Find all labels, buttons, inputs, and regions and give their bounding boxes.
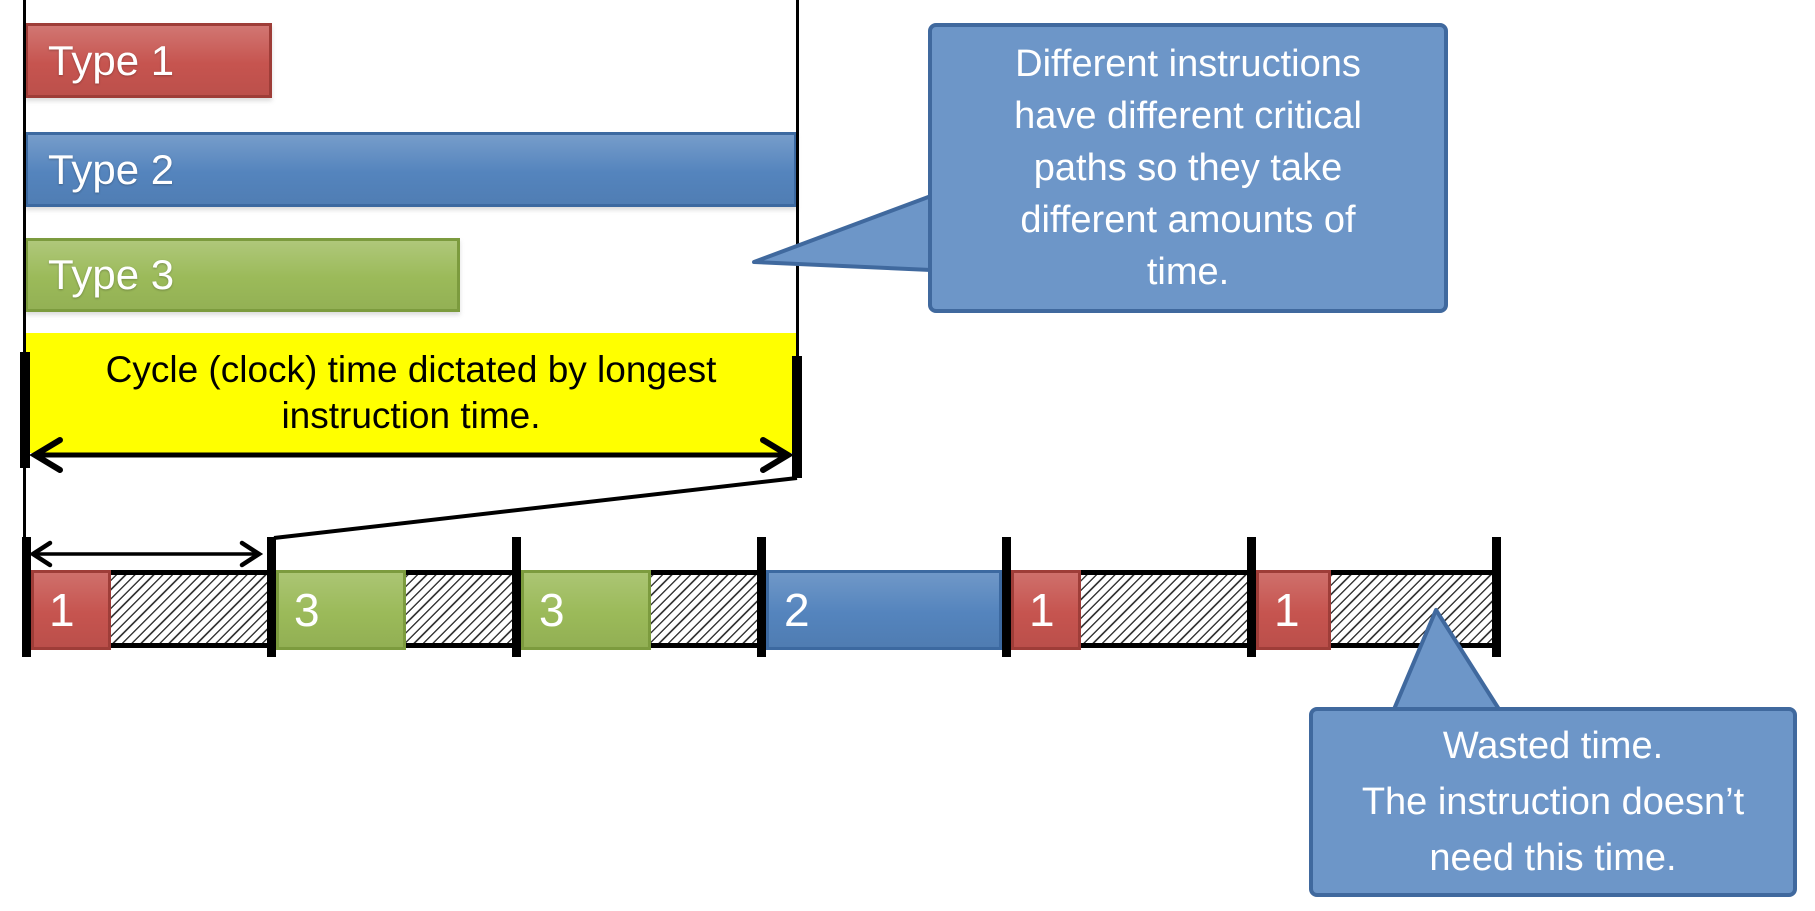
clock-tick-3 (512, 537, 521, 657)
instruction-block-label: 1 (49, 584, 75, 636)
instruction-block-label: 1 (1029, 584, 1055, 636)
type-bar-type-1: Type 1 (25, 23, 272, 98)
callout-text-line: Different instructions (1015, 43, 1361, 85)
callout-text-line: paths so they take (1033, 147, 1343, 189)
instruction-block-type3-slot3: 3 (521, 570, 651, 650)
type-bar-label: Type 2 (48, 145, 175, 193)
callout-text-line: have different critical (1014, 95, 1362, 137)
instruction-block-type1-slot1: 1 (31, 570, 111, 650)
cycle-time-banner: Cycle (clock) time dictated by longest i… (25, 333, 797, 453)
instruction-block-label: 1 (1274, 584, 1300, 636)
clock-tick-2 (267, 537, 276, 657)
clock-tick-4 (757, 537, 766, 657)
cycle-time-text-line1: Cycle (clock) time dictated by longest (105, 349, 717, 390)
callout-text-line: need this time. (1429, 837, 1677, 879)
callout-wasted-time: Wasted time. The instruction doesn’t need … (1309, 707, 1797, 897)
instruction-block-label: 3 (539, 584, 565, 636)
instruction-block-type1-slot5: 1 (1011, 570, 1081, 650)
type-bar-label: Type 1 (48, 36, 175, 84)
instruction-block-label: 2 (784, 584, 810, 636)
type-bar-type-2: Type 2 (25, 132, 797, 207)
callout-bottom-tail-shape (1390, 608, 1504, 716)
instruction-block-type3-slot2: 3 (276, 570, 406, 650)
type-bar-label: Type 3 (48, 251, 175, 298)
clock-tick-6 (1247, 537, 1256, 657)
clock-tick-5 (1002, 537, 1011, 657)
cycle-time-text-line2: instruction time. (281, 395, 541, 436)
clock-tick-7 (1492, 537, 1501, 657)
instruction-block-type1-slot6: 1 (1256, 570, 1331, 650)
clock-tick-1 (22, 537, 31, 657)
callout-text-line: time. (1146, 251, 1230, 293)
instruction-block-type2-slot4: 2 (766, 570, 1002, 650)
instruction-block-label: 3 (294, 584, 320, 636)
type-bar-type-3: Type 3 (25, 238, 460, 312)
callout-text-line: different amounts of (1020, 199, 1356, 241)
callout-different-instructions: Different instructions have different cri… (928, 23, 1448, 313)
callout-text-line: Wasted time. (1442, 725, 1664, 767)
callout-text-line: The instruction doesn’t (1361, 781, 1745, 823)
